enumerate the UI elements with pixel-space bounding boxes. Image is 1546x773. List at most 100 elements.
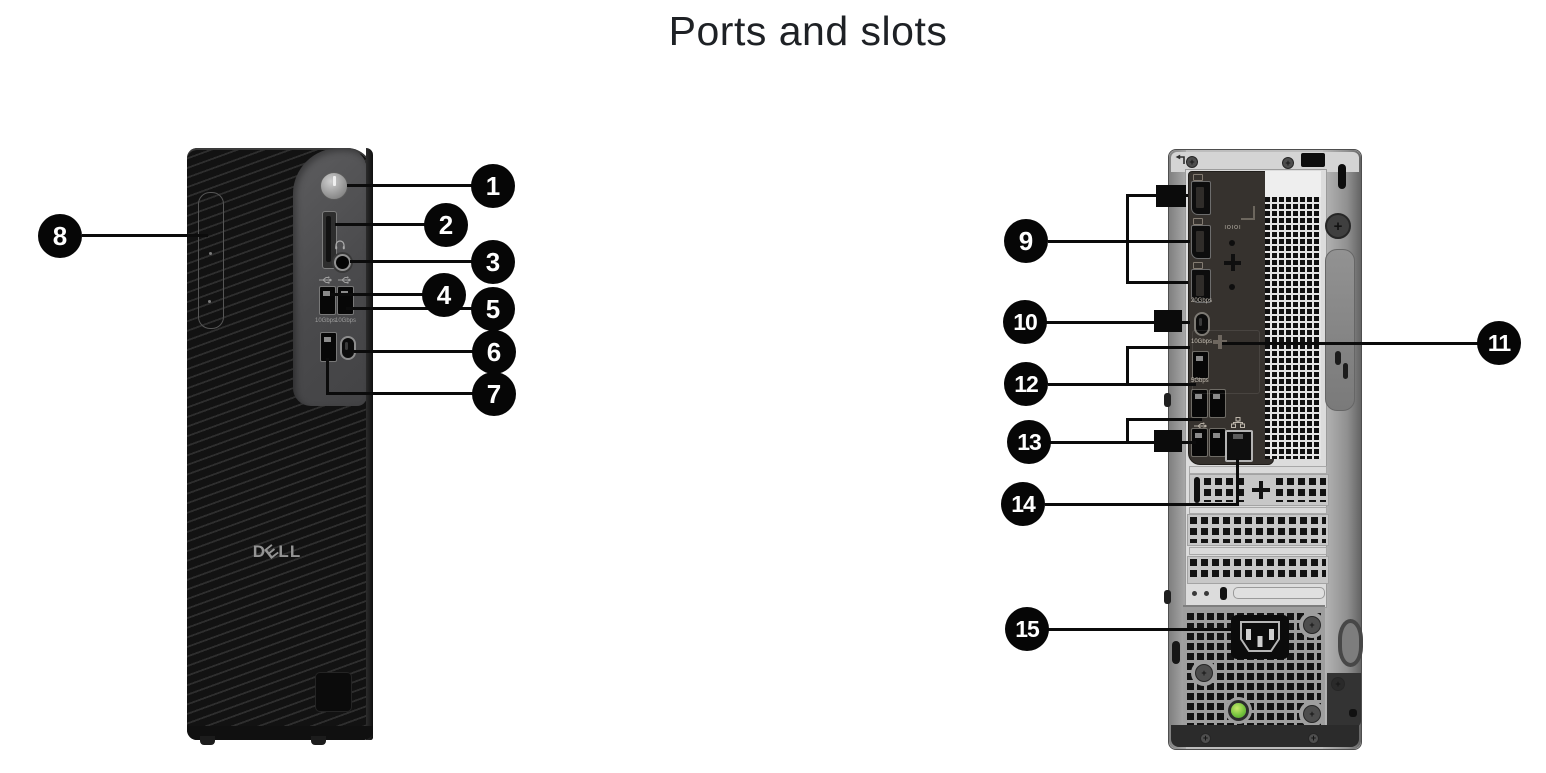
edge-slot [1335,351,1341,365]
usb-a-speed-label: 10Gbps [1191,339,1213,345]
callout-8-optical-drive: 8 [38,214,82,258]
rear-usb-a-5g-port-2 [1209,389,1226,418]
cable-clip [1220,587,1227,600]
slot-vent [1276,478,1326,502]
callout-line-12 [1126,346,1129,386]
headset-jack [334,254,351,271]
callout-7-usb-a-port: 7 [472,372,516,416]
psu-status-led [1231,703,1246,718]
rear-usb-a-5g-port-1 [1191,389,1208,418]
rear-usb-a-10g-port [1192,351,1209,379]
knockout-screw-hole [1229,284,1235,290]
security-lock-slot [1338,164,1346,189]
callout-line-9 [1126,194,1129,284]
callout-endcap [1154,310,1182,332]
knockout-screw-boss [1224,254,1241,271]
callout-line-4 [331,293,426,296]
callout-line-12 [1048,383,1196,386]
optional-port-knockout [1213,335,1227,349]
drive-pinhole [209,252,212,255]
slot-filler-bracket [1189,547,1327,555]
front-usb-c-speed-label: 10Gbps [335,318,357,324]
front-usb-a-speed-label: 10Gbps [315,318,337,324]
callout-3-headset-jack: 3 [471,240,515,284]
callout-line-12 [1126,346,1190,349]
callout-15-power-connector: 15 [1005,607,1049,651]
callout-line-15 [1048,628,1236,631]
knockout-screw-hole [1229,240,1235,246]
callout-10-usb-c-port: 10 [1003,300,1047,344]
chassis-screw [1186,156,1198,168]
displayport-1 [1191,181,1211,215]
power-supply-unit [1183,605,1325,731]
usb-powershare-icon [337,271,351,289]
callout-line-14 [1045,503,1239,506]
ethernet-port [1225,430,1253,462]
front-usb-a-port-1 [319,286,336,315]
callout-13-usb-2-ports: 13 [1007,420,1051,464]
expansion-slot-1 [1189,474,1329,506]
foot [200,736,215,745]
rear-bottom-bezel [1171,725,1359,747]
security-lock-slot [1172,641,1180,664]
power-button [320,172,348,200]
usb-icon [318,271,332,289]
callout-line-11 [1222,342,1478,345]
callout-11-optional-port: 11 [1477,321,1521,365]
slot-vent [1190,517,1326,543]
power-connector-inlet [1231,615,1289,659]
front-view-figure: 10Gbps 10Gbps DELL [187,148,373,745]
expansion-slot-3 [1187,556,1329,584]
serial-port-label: IOIOI [1224,225,1242,231]
callout-14-ethernet-port: 14 [1001,482,1045,526]
slot-vent [1204,478,1248,502]
c14-inlet-glyph [1240,621,1280,652]
slot-filler-bracket [1189,466,1327,474]
optional-port-outline [1192,330,1260,394]
callout-line-7 [326,392,473,395]
callout-12-usb-ports: 12 [1004,362,1048,406]
callout-1-power-button: 1 [471,164,515,208]
callout-line-10 [1046,321,1190,324]
base-screw [1308,733,1319,744]
page-title: Ports and slots [668,8,948,54]
callout-line-7 [326,358,329,394]
edge-slot [1343,363,1348,379]
knockout-corner-mark [1241,206,1255,220]
bracket-screw [1252,481,1270,499]
logo-letter: L [278,542,290,561]
rear-vent-grid [1265,197,1321,459]
callout-2-sd-card-slot: 2 [424,203,468,247]
screw-hole [1204,591,1209,596]
slot-vent [1190,559,1326,581]
rear-view-figure: 20Gbps 10Gbps 5Gbps IOIOI [1164,149,1363,750]
callout-line-9 [1048,240,1190,243]
slot-opening [1194,477,1200,503]
logo-letter: D [252,542,267,561]
callout-line-8 [82,234,208,237]
callout-line-13 [1126,418,1129,444]
displayport-label [1193,262,1203,269]
front-usb-a-port-2 [337,286,354,315]
release-latch-arrow-icon [1174,153,1186,171]
psu-screw [1195,664,1213,682]
base-screw [1200,733,1211,744]
expansion-slot-2 [1187,514,1329,546]
displayport-2 [1191,225,1211,259]
displayport-label [1193,174,1203,181]
padlock-hasp [1301,153,1325,167]
front-bottom-bezel [187,726,373,740]
callout-line-13 [1050,441,1196,444]
side-handle-recess [1325,249,1355,411]
thumbscrew [1325,213,1351,239]
displayport-3 [1191,269,1211,303]
psu-handle-bar [1233,587,1325,599]
network-icon [1231,415,1245,433]
edge-tab [1164,393,1171,407]
callout-line-2 [335,223,426,226]
drive-pinhole [208,300,211,303]
callout-line-5 [346,307,473,310]
rear-usb-2-port-2 [1209,428,1226,457]
edge-slot [1349,709,1357,717]
